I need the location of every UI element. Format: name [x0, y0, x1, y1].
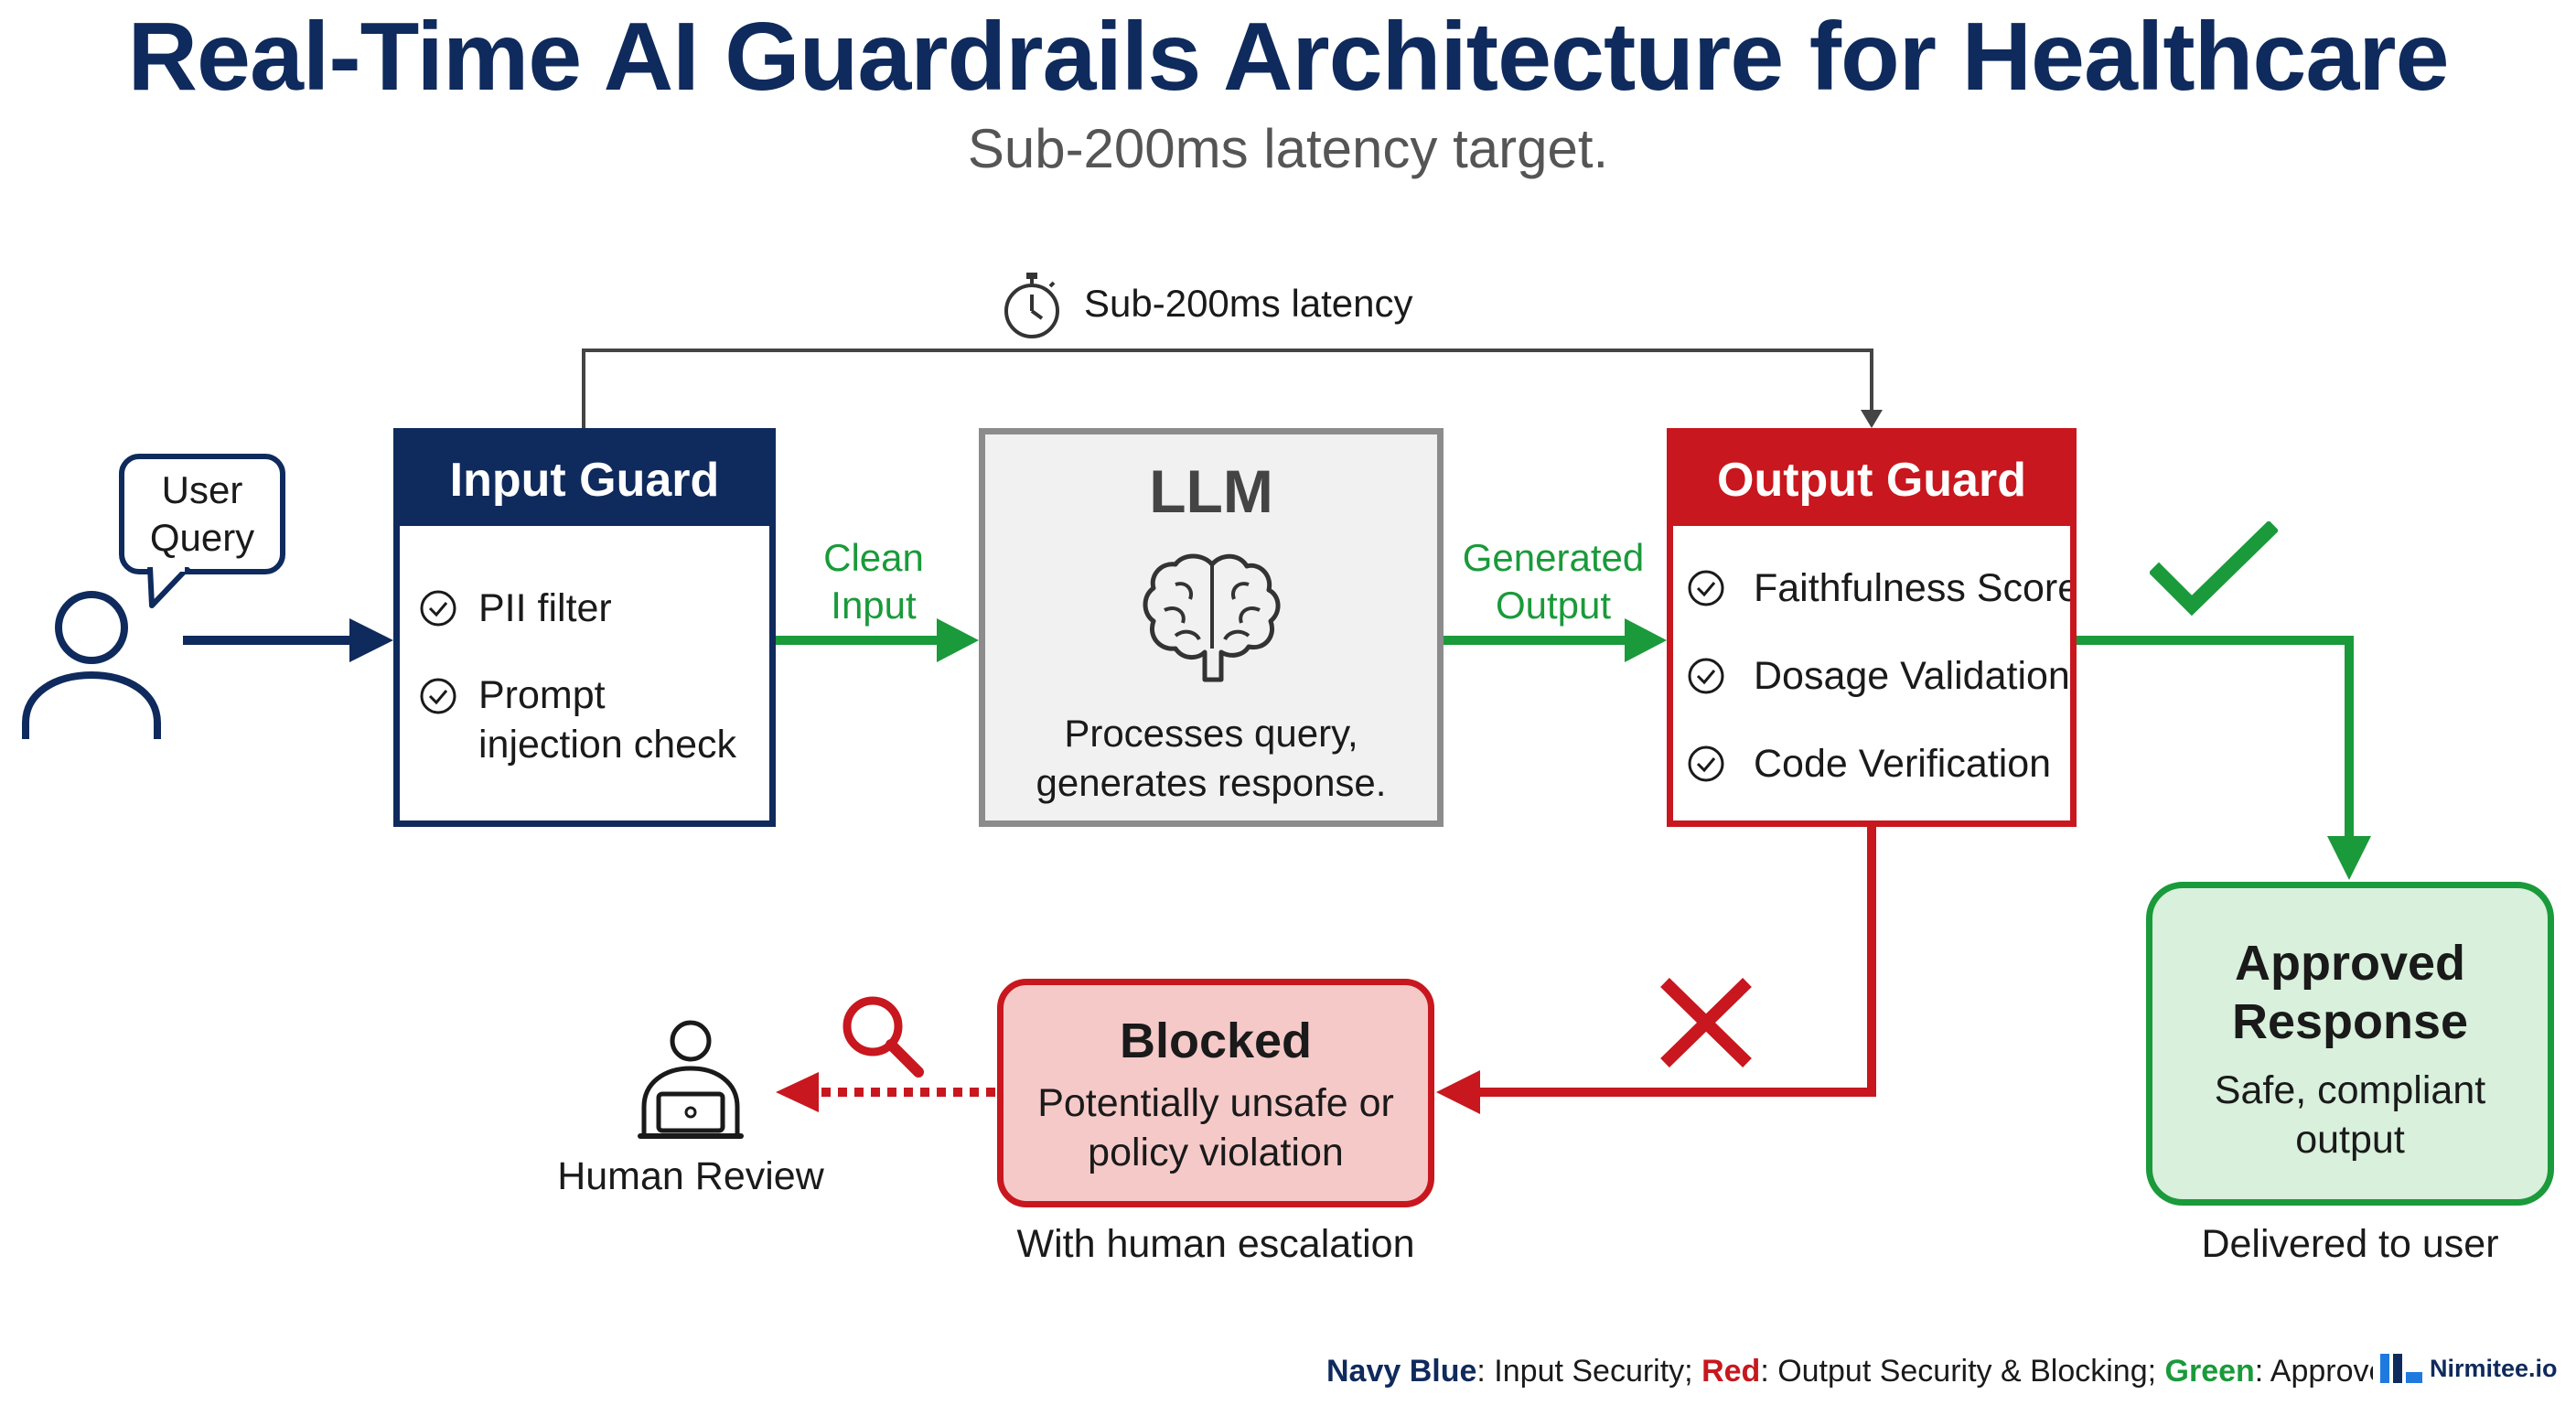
check-circle-icon [1688, 570, 1724, 606]
blocked-description: Potentially unsafe or policy violation [1004, 1078, 1428, 1177]
color-legend: Navy Blue: Input Security; Red: Output S… [1326, 1354, 2438, 1389]
output-guard-title: Output Guard [1673, 434, 2070, 526]
label-line: Clean [823, 536, 924, 579]
label-line: Output [1495, 584, 1612, 627]
blocked-title: Blocked [1119, 1014, 1313, 1068]
legend-navy-desc: : Input Security; [1476, 1354, 1702, 1389]
output-guard-box: Output Guard Faithfulness Score Dosage V… [1667, 428, 2077, 827]
desc-line: Safe, compliant [2214, 1068, 2486, 1112]
label-line: Input [831, 584, 917, 627]
check-circle-icon [1688, 745, 1724, 782]
magnifier-icon [843, 996, 924, 1078]
input-guard-box: Input Guard PII filter Prompt injection … [393, 428, 776, 827]
code-verification-item: Code Verification [1754, 742, 2052, 786]
llm-box: LLM Processes query, generates response. [979, 428, 1444, 827]
human-review-label: Human Review [557, 1154, 824, 1198]
llm-title: LLM [1149, 457, 1273, 525]
logo-text: Nirmitee.io [2430, 1354, 2558, 1382]
pii-filter-item: PII filter [478, 586, 612, 630]
clean-input-label: Clean Input [805, 534, 942, 629]
llm-description: Processes query, generates response. [985, 709, 1437, 808]
item-line: Prompt [478, 673, 606, 717]
desc-line: policy violation [1088, 1131, 1344, 1174]
desc-line: output [2295, 1118, 2405, 1162]
label-line: Generated [1462, 536, 1645, 579]
page-title: Real-Time AI Guardrails Architecture for… [127, 3, 2449, 111]
user-icon [22, 591, 161, 739]
item-line: injection check [478, 723, 737, 767]
brain-icon [1143, 553, 1281, 682]
blocked-box: Blocked Potentially unsafe or policy vio… [997, 979, 1434, 1207]
latency-bracket-arrowhead [1861, 410, 1883, 428]
blocked-path-arrow [1475, 827, 1876, 1097]
approved-title: Approved Response [2152, 934, 2548, 1051]
prompt-injection-item: Prompt injection check [478, 670, 736, 769]
bubble-tail [147, 567, 191, 608]
latency-bracket-line [582, 349, 1873, 428]
desc-line: generates response. [1036, 761, 1387, 804]
desc-line: Processes query, [1064, 712, 1358, 755]
approved-description: Safe, compliant output [2152, 1066, 2548, 1164]
page-subtitle: Sub-200ms latency target. [967, 118, 1609, 179]
legend-green-term: Green [2164, 1354, 2255, 1389]
x-mark-icon [1660, 977, 1752, 1068]
desc-line: Potentially unsafe or [1037, 1081, 1394, 1125]
check-circle-icon [420, 678, 456, 714]
check-circle-icon [1688, 658, 1724, 694]
generated-output-label: Generated Output [1453, 534, 1654, 629]
input-guard-title: Input Guard [400, 434, 769, 526]
legend-red-term: Red [1701, 1354, 1761, 1389]
faithfulness-score-item: Faithfulness Score [1754, 566, 2077, 610]
title-line: Response [2231, 994, 2469, 1049]
bubble-line: Query [149, 516, 255, 559]
approved-response-box: Approved Response Safe, compliant output [2146, 882, 2554, 1206]
approved-path-arrow [2077, 636, 2354, 842]
nirmitee-logo-mark-icon [2380, 1354, 2422, 1383]
user-query-bubble: User Query [119, 454, 285, 574]
approved-caption: Delivered to user [2201, 1222, 2499, 1266]
reviewer-laptop-icon [638, 1020, 744, 1139]
check-circle-icon [420, 590, 456, 627]
legend-red-desc: : Output Security & Blocking; [1760, 1354, 2165, 1389]
legend-navy-term: Navy Blue [1326, 1354, 1477, 1389]
title-line: Approved [2234, 936, 2466, 991]
stopwatch-icon [1004, 273, 1059, 338]
bubble-line: User [161, 468, 243, 511]
nirmitee-logo: Nirmitee.io [2373, 1350, 2563, 1387]
blocked-caption: With human escalation [1016, 1222, 1415, 1266]
checkmark-icon [2150, 521, 2278, 617]
dosage-validation-item: Dosage Validation [1754, 654, 2070, 698]
latency-label: Sub-200ms latency [1084, 282, 1413, 325]
